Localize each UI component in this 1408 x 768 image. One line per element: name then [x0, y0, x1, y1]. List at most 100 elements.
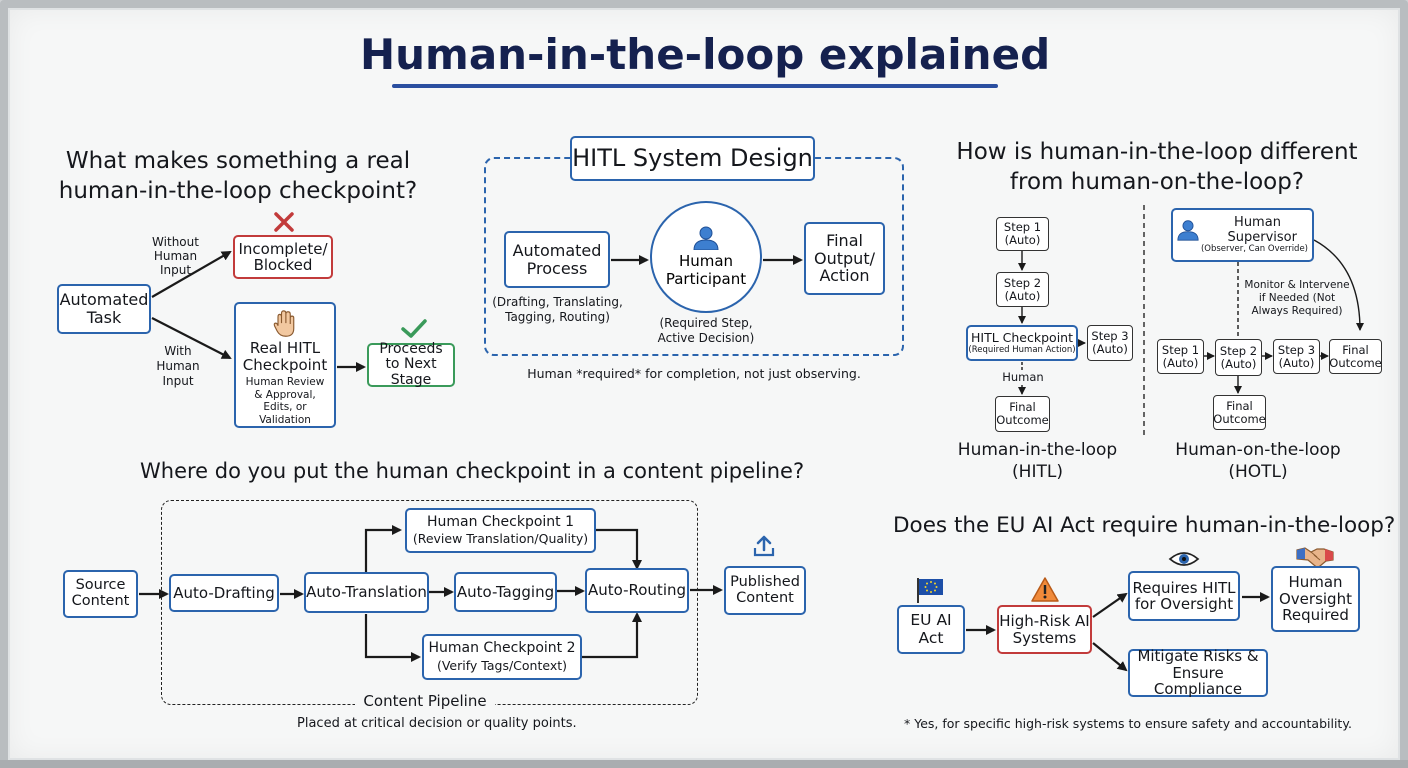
hotl-step2-label: Step 2 (Auto): [1219, 343, 1258, 371]
hand-icon: [273, 310, 295, 337]
checkpoint-question-line2: human-in-the-loop checkpoint?: [58, 178, 418, 204]
checkpoint-question: What makes something a real human-in-the…: [48, 146, 428, 206]
with-human-input-label: With Human Input: [156, 344, 200, 388]
mitigate-risks-box: Mitigate Risks & Ensure Compliance: [1128, 647, 1268, 699]
human-checkpoint1-subtitle: (Review Translation/Quality): [412, 531, 589, 547]
requires-hitl-label: Requires HITL for Oversight: [1132, 578, 1236, 613]
page-title: Human-in-the-loop explained: [360, 30, 1051, 79]
mitigate-risks-label: Mitigate Risks & Ensure Compliance: [1137, 647, 1259, 699]
incomplete-blocked-label: Incomplete/ Blocked: [238, 239, 328, 274]
hitl-checkpoint-box: HITL Checkpoint (Required Human Action): [966, 325, 1078, 361]
system-design-title: HITL System Design: [572, 144, 813, 173]
hotl-final-below-label: Final Outcome: [1213, 398, 1266, 426]
automated-task-label: Automated Task: [59, 290, 149, 327]
human-participant-circle: Human Participant: [650, 201, 762, 313]
without-human-input-label: Without Human Input: [152, 235, 199, 277]
hotl-final-right-label: Final Outcome: [1329, 342, 1382, 370]
hotl-supervisor-box: Human Supervisor (Observer, Can Override…: [1171, 208, 1314, 262]
high-risk-label: High-Risk AI Systems: [999, 612, 1090, 647]
warning-icon: [1031, 577, 1059, 602]
hotl-final-right-box: Final Outcome: [1329, 339, 1382, 374]
human-checkpoint2-title: Human Checkpoint 2: [428, 640, 576, 657]
hitl-caption: Human-in-the-loop (HITL): [950, 439, 1125, 483]
auto-translation-box: Auto-Translation: [304, 572, 429, 613]
hitl-checkpoint-subtitle: (Required Human Action): [968, 344, 1076, 355]
final-output-label: Final Output/ Action: [814, 231, 875, 286]
eu-ai-act-label: EU AI Act: [910, 611, 952, 647]
handshake-icon: [1296, 547, 1334, 568]
automated-process-box: Automated Process: [504, 231, 610, 288]
difference-question-line1: How is human-in-the-loop different: [956, 139, 1358, 165]
green-check-icon: [401, 319, 427, 338]
auto-routing-box: Auto-Routing: [585, 568, 689, 613]
human-oversight-box: Human Oversight Required: [1271, 566, 1360, 632]
requires-hitl-box: Requires HITL for Oversight: [1128, 571, 1240, 621]
hotl-caption-line2: (HOTL): [1228, 462, 1288, 482]
eu-ai-act-box: EU AI Act: [897, 605, 965, 654]
hotl-caption: Human-on-the-loop (HOTL): [1168, 439, 1348, 483]
hitl-final-box: Final Outcome: [995, 396, 1050, 432]
hotl-step1-box: Step 1 (Auto): [1157, 339, 1204, 374]
published-content-box: Published Content: [724, 566, 806, 615]
hotl-supervisor-row: Human Supervisor: [1173, 215, 1312, 245]
auto-drafting-box: Auto-Drafting: [169, 574, 279, 612]
hitl-step3-label: Step 3 (Auto): [1091, 329, 1129, 356]
hitl-step1-label: Step 1 (Auto): [1003, 220, 1042, 247]
hotl-monitor-label: Monitor & Intervene if Needed (Not Alway…: [1244, 279, 1350, 317]
hotl-step2-box: Step 2 (Auto): [1215, 339, 1262, 376]
red-x-icon: [274, 212, 294, 232]
difference-question: How is human-in-the-loop different from …: [952, 137, 1362, 197]
automated-process-label: Automated Process: [512, 240, 602, 278]
human-checkpoint2-subtitle: (Verify Tags/Context): [436, 657, 568, 673]
human-checkpoint1-box: Human Checkpoint 1 (Review Translation/Q…: [405, 508, 596, 553]
person-icon: [1177, 220, 1199, 241]
hitl-final-label: Final Outcome: [996, 400, 1049, 427]
human-participant-subtitle: (Required Step, Active Decision): [657, 316, 755, 345]
title-underline: [392, 84, 998, 88]
hitl-step2-label: Step 2 (Auto): [1003, 275, 1042, 303]
auto-tagging-label: Auto-Tagging: [456, 582, 555, 601]
hotl-caption-line1: Human-on-the-loop: [1175, 440, 1341, 460]
hitl-checkpoint-title: HITL Checkpoint: [971, 329, 1073, 345]
source-content-label: Source Content: [71, 577, 130, 609]
published-content-label: Published Content: [730, 573, 800, 606]
auto-drafting-label: Auto-Drafting: [173, 583, 275, 602]
hotl-step3-label: Step 3 (Auto): [1277, 342, 1316, 370]
difference-question-line2: from human-on-the-loop?: [1009, 169, 1305, 195]
hotl-final-below-box: Final Outcome: [1213, 395, 1266, 430]
proceeds-next-stage-box: Proceeds to Next Stage: [367, 340, 455, 388]
source-content-box: Source Content: [63, 570, 138, 618]
hotl-step1-label: Step 1 (Auto): [1161, 342, 1200, 370]
checkpoint-question-line1: What makes something a real: [65, 148, 411, 174]
hotl-supervisor-text: Human Supervisor: [1203, 215, 1312, 245]
auto-translation-label: Auto-Translation: [306, 583, 427, 602]
system-design-title-box: HITL System Design: [570, 136, 815, 181]
pipeline-note: Placed at critical decision or quality p…: [297, 716, 577, 731]
incomplete-blocked-box: Incomplete/ Blocked: [233, 235, 333, 279]
auto-routing-label: Auto-Routing: [587, 581, 687, 600]
pipeline-question: Where do you put the human checkpoint in…: [140, 459, 805, 483]
upload-icon: [753, 535, 775, 557]
hitl-human-label: Human: [1002, 370, 1044, 384]
hitl-step1-box: Step 1 (Auto): [996, 217, 1049, 251]
euact-footnote: * Yes, for specific high-risk systems to…: [904, 716, 1352, 731]
eu-flag-icon: [917, 578, 943, 603]
hitl-step2-box: Step 2 (Auto): [996, 272, 1049, 307]
hotl-supervisor-title: Human Supervisor: [1227, 215, 1297, 246]
euact-question: Does the EU AI Act require human-in-the-…: [893, 513, 1396, 538]
hitl-caption-line1: Human-in-the-loop: [957, 440, 1118, 460]
hotl-supervisor-subtitle: (Observer, Can Override): [1200, 244, 1308, 255]
automated-task-box: Automated Task: [57, 284, 151, 334]
real-hitl-subtitle: Human Review & Approval, Edits, or Valid…: [245, 376, 325, 426]
person-icon: [693, 226, 719, 250]
hitl-step3-box: Step 3 (Auto): [1087, 325, 1133, 361]
proceeds-next-stage-label: Proceeds to Next Stage: [379, 340, 443, 388]
hitl-caption-line2: (HITL): [1012, 462, 1063, 482]
human-checkpoint2-box: Human Checkpoint 2 (Verify Tags/Context): [422, 634, 582, 680]
automated-process-subtitle: (Drafting, Translating, Tagging, Routing…: [492, 295, 623, 324]
human-oversight-label: Human Oversight Required: [1279, 573, 1352, 625]
system-design-note: Human *required* for completion, not jus…: [527, 366, 861, 381]
real-hitl-title: Real HITL Checkpoint: [242, 339, 328, 374]
hotl-step3-box: Step 3 (Auto): [1273, 339, 1320, 374]
